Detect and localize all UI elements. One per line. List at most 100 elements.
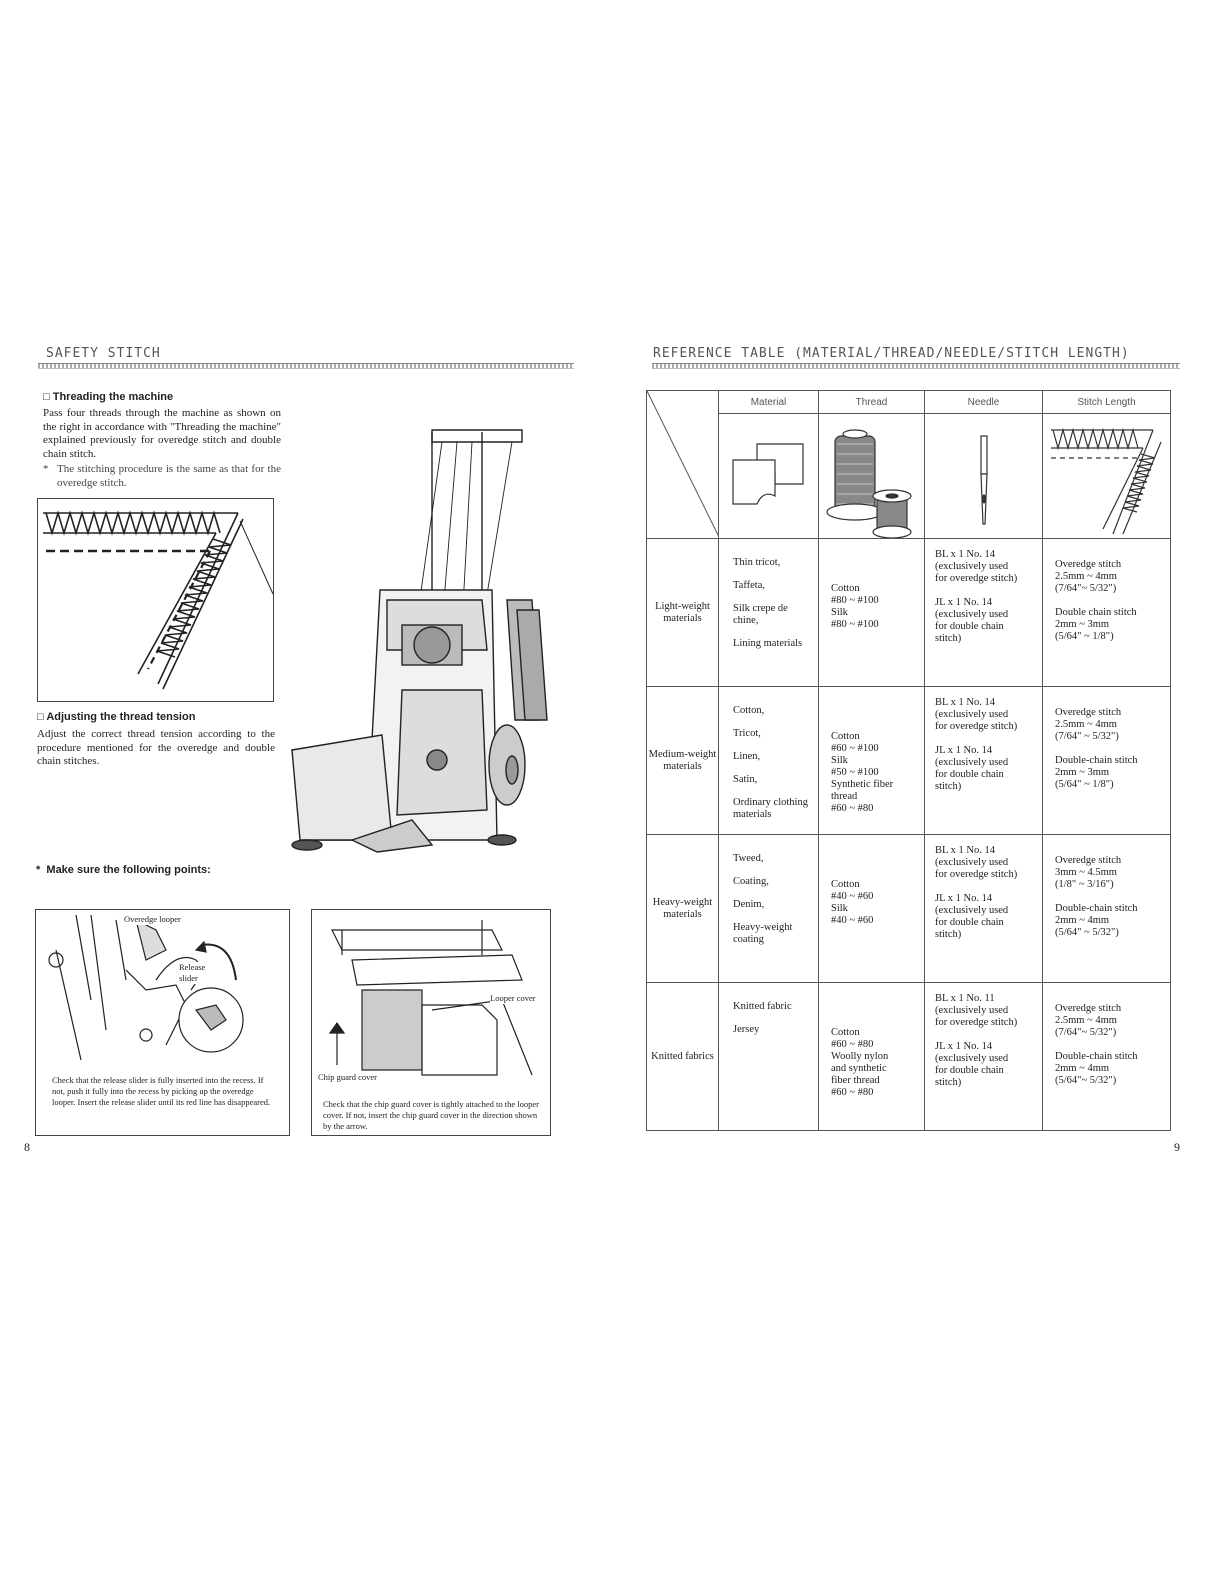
serger-machine-illustration [282, 420, 582, 860]
stitch-cell-line: Overedge stitch [1055, 855, 1122, 866]
stitch-cell-line: (7/64"~ 5/32") [1055, 1027, 1117, 1038]
page-number-left: 8 [24, 1140, 30, 1154]
category-cell: Medium-weight materials [646, 686, 719, 835]
needle-cell-line: (exclusively used [935, 1005, 1009, 1016]
reference-table: Material Thread Needle Stitch Length [646, 390, 1171, 1131]
needle-cell-line: for overedge stitch) [935, 573, 1018, 584]
chip-guard-figure: Looper cover Chip guard cover Check that… [311, 909, 551, 1136]
needle-cell-line [935, 1029, 1038, 1041]
material-cell-line: Tricot, [733, 728, 761, 739]
header-stitch-length: Stitch Length [1042, 390, 1171, 414]
material-cell-line: Taffeta, [733, 580, 766, 591]
thread-cell-line: #80 ~ #100 [831, 595, 879, 606]
thread-cell-line: Silk [831, 607, 848, 618]
category-cell: Knitted fabrics [646, 982, 719, 1131]
tension-body: Adjust the correct thread tension accord… [37, 728, 275, 767]
material-cell: Tweed,Coating,Denim,Heavy-weight coating [718, 834, 819, 983]
release-slider-caption: Check that the release slider is fully i… [52, 1075, 271, 1107]
stitch-cell-line [1055, 743, 1166, 755]
stitch-cell-line [1055, 595, 1166, 607]
thread-cell-line: Cotton [831, 1027, 860, 1038]
stitch-cell-line: Overedge stitch [1055, 559, 1122, 570]
needle-cell-line: BL x 1 No. 14 [935, 697, 995, 708]
needle-cell-line: JL x 1 No. 14 [935, 1041, 993, 1052]
stitch-cell-line: Double-chain stitch [1055, 903, 1138, 914]
stitch-cell-line: 3mm ~ 4.5mm [1055, 867, 1117, 878]
thread-cell-line: Silk [831, 903, 848, 914]
needle-cell-line: stitch) [935, 929, 962, 940]
needle-cell-line: (exclusively used [935, 757, 1009, 768]
needle-cell-line: stitch) [935, 1077, 962, 1088]
stitch-cell-line: 2mm ~ 3mm [1055, 619, 1110, 630]
thread-spool-icon [826, 429, 912, 538]
needle-cell-line: (exclusively used [935, 857, 1009, 868]
needle-cell-line: (exclusively used [935, 709, 1009, 720]
release-slider-figure: Overedge looper Release slider Check tha… [35, 909, 290, 1136]
needle-cell-line: for double chain [935, 621, 1004, 632]
material-cell-line: Ordinary clothing materials [733, 797, 808, 820]
stitch-pattern-icon [1051, 427, 1162, 535]
stitch-cell-line: (1/8" ~ 3/16") [1055, 879, 1114, 890]
needle-cell-line: for overedge stitch) [935, 721, 1018, 732]
thread-cell-line: #40 ~ #60 [831, 915, 874, 926]
stitch-cell-line [1055, 1039, 1166, 1051]
needle-cell-line: (exclusively used [935, 905, 1009, 916]
material-cell-line: Cotton, [733, 705, 765, 716]
thread-cell-line: #60 ~ #80 [831, 1087, 874, 1098]
stitch-cell-line: (5/64"~ 5/32") [1055, 1075, 1117, 1086]
stitch-cell-line: (5/64" ~ 5/32") [1055, 927, 1119, 938]
needle-cell-line: BL x 1 No. 14 [935, 549, 995, 560]
thread-cell-line: Cotton [831, 879, 860, 890]
threading-note: * The stitching procedure is the same as… [43, 463, 281, 489]
page-number-right: 9 [1174, 1140, 1180, 1154]
thread-cell-line: and synthetic [831, 1063, 887, 1074]
serger-machine-icon [291, 429, 548, 853]
stitch-cell-line: Double chain stitch [1055, 607, 1137, 618]
points-heading: * Make sure the following points: [36, 864, 211, 876]
stitch-cell-line: 2.5mm ~ 4mm [1055, 1015, 1117, 1026]
stitch-cell-line: (7/64" ~ 5/32") [1055, 731, 1119, 742]
stitch-cell-line: Double-chain stitch [1055, 1051, 1138, 1062]
stitch-cell-line: 2mm ~ 4mm [1055, 1063, 1110, 1074]
stitch-cell-line: 2mm ~ 3mm [1055, 767, 1110, 778]
header-material: Material [718, 390, 819, 414]
thread-cell-line: #60 ~ #80 [831, 803, 874, 814]
material-cell-line: Tweed, [733, 853, 764, 864]
needle-cell-line: JL x 1 No. 14 [935, 597, 993, 608]
label-release-slider: Release slider [179, 962, 219, 984]
needle-cell-line: (exclusively used [935, 1053, 1009, 1064]
label-looper-cover: Looper cover [490, 993, 536, 1004]
needle-cell-line: stitch) [935, 633, 962, 644]
thread-cell-line: fiber thread [831, 1075, 880, 1086]
material-cell-line: Denim, [733, 899, 765, 910]
threading-body: Pass four threads through the machine as… [43, 407, 281, 460]
material-cell: Thin tricot,Taffeta,Silk crepe de chine,… [718, 538, 819, 687]
needle-cell-line: for overedge stitch) [935, 869, 1018, 880]
stitch-cell-line [1055, 891, 1166, 903]
thread-cell-line: Cotton [831, 731, 860, 742]
label-chip-guard-cover: Chip guard cover [318, 1072, 378, 1083]
thread-cell-line: #60 ~ #80 [831, 1039, 874, 1050]
overedge-looper-illustration [48, 914, 244, 1060]
right-title-rule [652, 363, 1180, 369]
thread-cell-line: Silk [831, 755, 848, 766]
material-cell-line: Heavy-weight coating [733, 922, 793, 945]
thread-cell-line: Synthetic fiber [831, 779, 894, 790]
header-needle: Needle [924, 390, 1043, 414]
material-cell-line: Satin, [733, 774, 758, 785]
needle-cell-line [935, 881, 1038, 893]
chip-guard-caption: Check that the chip guard cover is tight… [323, 1099, 539, 1131]
material-cell: Cotton,Tricot,Linen,Satin,Ordinary cloth… [718, 686, 819, 835]
safety-stitch-figure [37, 498, 274, 702]
